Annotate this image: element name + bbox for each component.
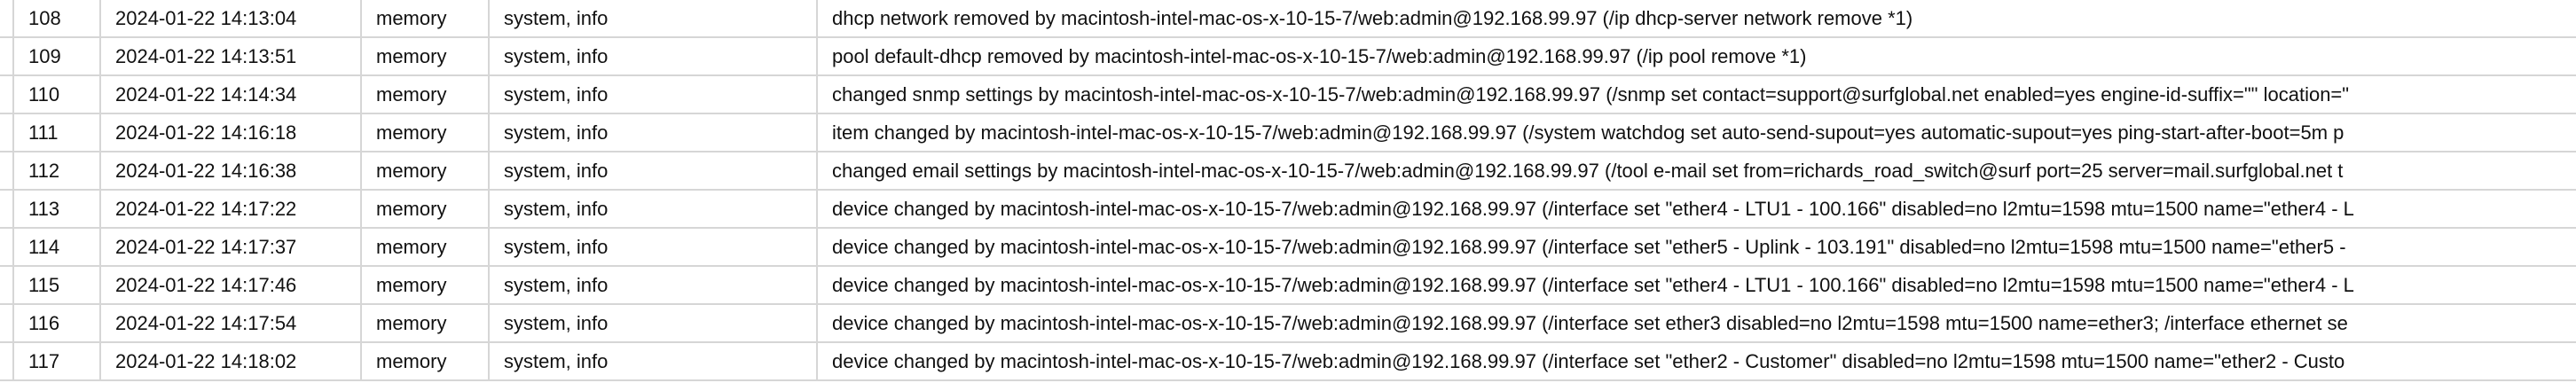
log-time-cell: 2024-01-22 14:18:02 — [99, 343, 360, 379]
log-message-cell: changed snmp settings by macintosh-intel… — [816, 76, 2576, 113]
log-topics-cell: system, info — [488, 0, 816, 36]
log-buffer-cell: memory — [360, 191, 488, 227]
log-buffer-cell: memory — [360, 229, 488, 265]
log-topics-cell: system, info — [488, 343, 816, 379]
log-buffer-cell: memory — [360, 114, 488, 151]
log-topics-cell: system, info — [488, 305, 816, 341]
log-id-cell: 110 — [12, 76, 99, 113]
log-time-cell: 2024-01-22 14:16:38 — [99, 152, 360, 189]
log-message-cell: dhcp network removed by macintosh-intel-… — [816, 0, 2576, 36]
row-select-edge[interactable] — [0, 38, 12, 74]
log-time-cell: 2024-01-22 14:13:51 — [99, 38, 360, 74]
log-topics-cell: system, info — [488, 38, 816, 74]
log-id-cell: 112 — [12, 152, 99, 189]
log-topics-cell: system, info — [488, 152, 816, 189]
row-select-edge[interactable] — [0, 343, 12, 379]
row-select-edge[interactable] — [0, 76, 12, 113]
log-message-cell: changed email settings by macintosh-inte… — [816, 152, 2576, 189]
log-id-cell: 114 — [12, 229, 99, 265]
log-topics-cell: system, info — [488, 267, 816, 303]
log-time-cell: 2024-01-22 14:13:04 — [99, 0, 360, 36]
log-buffer-cell: memory — [360, 38, 488, 74]
row-select-edge[interactable] — [0, 229, 12, 265]
row-select-edge[interactable] — [0, 191, 12, 227]
log-buffer-cell: memory — [360, 267, 488, 303]
row-select-edge[interactable] — [0, 0, 12, 36]
log-buffer-cell: memory — [360, 305, 488, 341]
row-select-edge[interactable] — [0, 267, 12, 303]
log-id-cell: 108 — [12, 0, 99, 36]
row-select-edge[interactable] — [0, 152, 12, 189]
log-time-cell: 2024-01-22 14:14:34 — [99, 76, 360, 113]
log-time-cell: 2024-01-22 14:17:37 — [99, 229, 360, 265]
log-id-cell: 117 — [12, 343, 99, 379]
log-buffer-cell: memory — [360, 0, 488, 36]
log-id-cell: 115 — [12, 267, 99, 303]
log-message-cell: device changed by macintosh-intel-mac-os… — [816, 343, 2576, 379]
log-message-cell: device changed by macintosh-intel-mac-os… — [816, 191, 2576, 227]
log-buffer-cell: memory — [360, 76, 488, 113]
log-message-cell: item changed by macintosh-intel-mac-os-x… — [816, 114, 2576, 151]
log-time-cell: 2024-01-22 14:17:22 — [99, 191, 360, 227]
log-topics-cell: system, info — [488, 191, 816, 227]
log-buffer-cell: memory — [360, 152, 488, 189]
log-topics-cell: system, info — [488, 229, 816, 265]
log-id-cell: 109 — [12, 38, 99, 74]
log-message-cell: device changed by macintosh-intel-mac-os… — [816, 229, 2576, 265]
log-buffer-cell: memory — [360, 343, 488, 379]
log-time-cell: 2024-01-22 14:16:18 — [99, 114, 360, 151]
log-time-cell: 2024-01-22 14:17:46 — [99, 267, 360, 303]
log-message-cell: pool default-dhcp removed by macintosh-i… — [816, 38, 2576, 74]
log-message-cell: device changed by macintosh-intel-mac-os… — [816, 267, 2576, 303]
log-id-cell: 113 — [12, 191, 99, 227]
log-id-cell: 116 — [12, 305, 99, 341]
log-id-cell: 111 — [12, 114, 99, 151]
row-select-edge[interactable] — [0, 305, 12, 341]
log-message-cell: device changed by macintosh-intel-mac-os… — [816, 305, 2576, 341]
row-select-edge[interactable] — [0, 114, 12, 151]
log-topics-cell: system, info — [488, 76, 816, 113]
log-time-cell: 2024-01-22 14:17:54 — [99, 305, 360, 341]
log-topics-cell: system, info — [488, 114, 816, 151]
